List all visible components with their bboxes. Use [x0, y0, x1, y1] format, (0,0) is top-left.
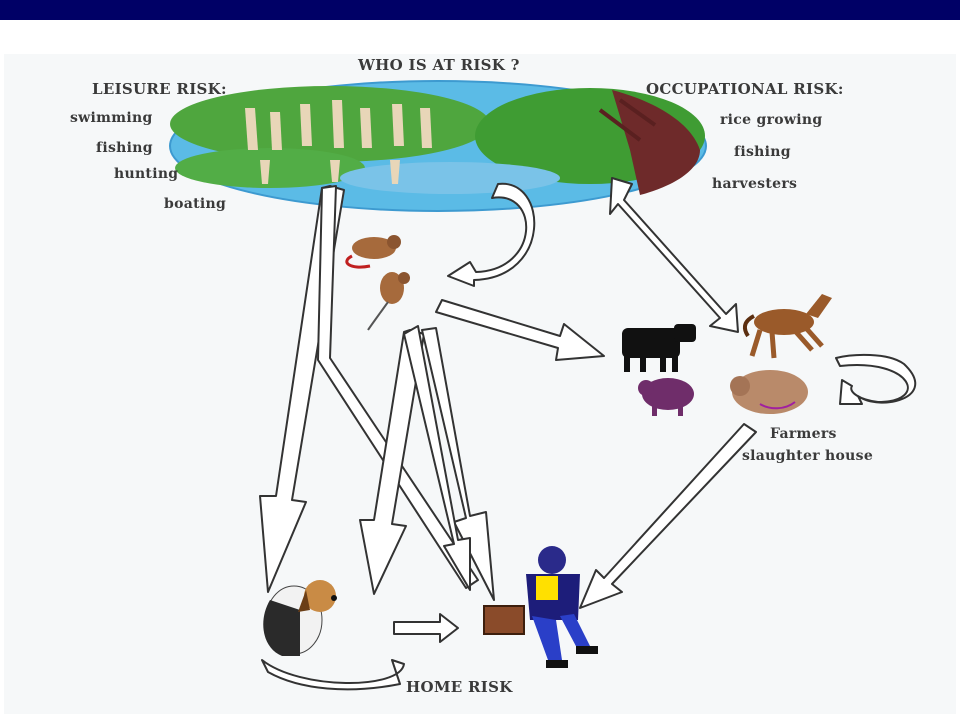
home-risk-label: HOME RISK — [406, 678, 513, 696]
loop-arrow-farm — [835, 353, 917, 405]
loop-arrow-rats — [447, 182, 536, 287]
diagram-title: WHO IS AT RISK ? — [358, 56, 520, 74]
cow-icon — [622, 324, 696, 372]
farm-label-line2: slaughter house — [742, 448, 874, 464]
arrow-dog-to-worker — [393, 613, 459, 643]
arrow-occupational-livestock — [609, 177, 739, 333]
leisure-risk-heading: LEISURE RISK: — [92, 80, 227, 98]
arrow-rats-to-livestock — [435, 299, 605, 361]
occupational-item-rice-growing: rice growing — [720, 112, 823, 128]
leisure-item-hunting: hunting — [114, 166, 179, 182]
worker-icon — [483, 546, 598, 668]
loop-arrow-home — [261, 659, 405, 691]
dog-icon — [263, 580, 337, 656]
horse-icon — [742, 294, 832, 359]
occupational-item-harvesters: harvesters — [712, 176, 798, 192]
arrow-leisure-to-worker — [317, 185, 479, 589]
arrow-rats-to-worker-mid — [403, 325, 471, 591]
slide-canvas: WHO IS AT RISK ? LEISURE RISK: swimming … — [0, 20, 960, 720]
arrow-farm-to-worker — [579, 423, 757, 609]
pig-icon — [730, 370, 808, 414]
arrow-rats-to-worker — [421, 327, 495, 601]
farm-label-line1: Farmers — [770, 426, 837, 442]
arrow-rats-to-home-left — [359, 329, 425, 595]
rat-icon — [345, 235, 410, 331]
leisure-item-swimming: swimming — [70, 110, 153, 126]
risk-diagram — [169, 80, 917, 691]
leisure-item-fishing: fishing — [96, 140, 153, 156]
leisure-item-boating: boating — [164, 196, 227, 212]
occupational-risk-heading: OCCUPATIONAL RISK: — [646, 80, 844, 98]
occupational-item-fishing: fishing — [734, 144, 791, 160]
sheep-icon — [638, 378, 694, 416]
top-title-bar — [0, 0, 960, 20]
arrows — [259, 177, 917, 691]
